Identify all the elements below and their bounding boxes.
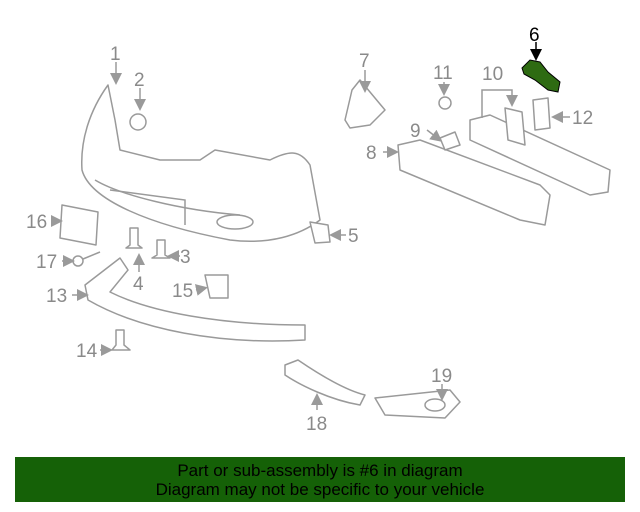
callout-16[interactable]: 16 <box>26 212 47 233</box>
part-7-bracket[interactable] <box>344 79 386 129</box>
part-1-bumper-cover[interactable] <box>81 84 321 243</box>
banner-part-line: Part or sub-assembly is #6 in diagram <box>177 461 463 480</box>
callout-15[interactable]: 15 <box>172 281 193 302</box>
part-19-fog-cover[interactable] <box>374 389 461 419</box>
info-banner: Part or sub-assembly is #6 in diagram Di… <box>15 457 625 502</box>
callout-13[interactable]: 13 <box>46 286 67 307</box>
callout-19[interactable]: 19 <box>431 366 452 387</box>
callout-12[interactable]: 12 <box>572 108 593 129</box>
callout-10[interactable]: 10 <box>482 64 503 85</box>
part-6-bracket-selected[interactable] <box>521 59 561 93</box>
callout-8[interactable]: 8 <box>366 143 377 164</box>
part-13-valance[interactable] <box>84 257 306 342</box>
part-9-push-pin[interactable] <box>439 131 461 151</box>
callout-2[interactable]: 2 <box>134 70 145 91</box>
part-14-retainer[interactable] <box>111 329 131 351</box>
part-16-plate[interactable] <box>59 204 99 246</box>
callout-6-selected[interactable]: 6 <box>529 25 540 46</box>
callout-17[interactable]: 17 <box>36 252 57 273</box>
banner-disclaimer-line: Diagram may not be specific to your vehi… <box>155 480 485 499</box>
part-11-bolt[interactable] <box>438 96 452 110</box>
callout-7[interactable]: 7 <box>359 51 370 72</box>
callout-9[interactable]: 9 <box>410 121 421 142</box>
part-12-bracket[interactable] <box>532 97 551 131</box>
leader-lines <box>51 42 570 410</box>
callout-1[interactable]: 1 <box>110 44 121 65</box>
callout-4[interactable]: 4 <box>133 274 144 295</box>
part-15-bracket[interactable] <box>204 274 229 299</box>
part-8-energy-absorber[interactable] <box>397 139 551 226</box>
part-3-retainer[interactable] <box>151 239 171 259</box>
callout-14[interactable]: 14 <box>76 341 98 362</box>
part-10-reinforcement[interactable] <box>469 107 611 196</box>
callout-5[interactable]: 5 <box>348 226 359 247</box>
part-2-clip[interactable] <box>129 113 147 131</box>
part-18-grille[interactable] <box>284 359 366 406</box>
callout-18[interactable]: 18 <box>306 414 327 435</box>
callout-11[interactable]: 11 <box>433 63 453 84</box>
part-4-retainer[interactable] <box>125 227 143 249</box>
part-17-screw[interactable] <box>72 251 101 267</box>
callout-3[interactable]: 3 <box>180 247 191 268</box>
part-5-cover[interactable] <box>309 221 331 244</box>
